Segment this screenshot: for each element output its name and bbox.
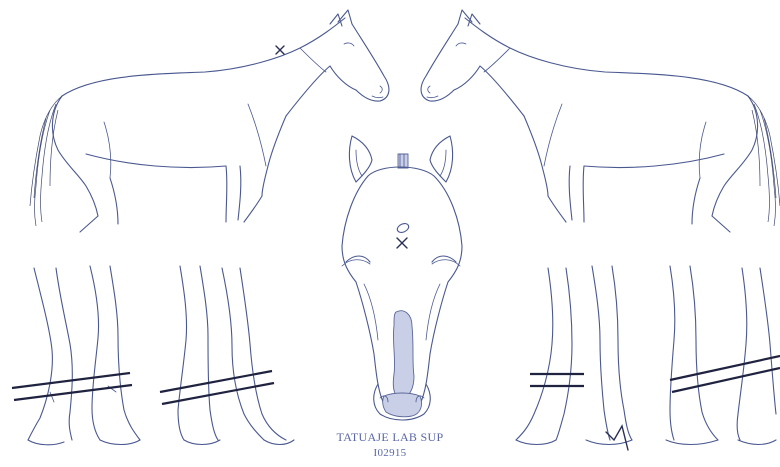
leg-pair-right-hind: [666, 266, 776, 445]
right-horse-profile: [421, 10, 780, 232]
tattoo-code: I02915: [0, 447, 780, 459]
left-horse-profile: [30, 10, 389, 232]
left-horse-poll-mark: [276, 46, 284, 54]
leg-pair-left-hind: [28, 266, 140, 445]
forehead-whorl-mark: [396, 222, 410, 248]
tattoo-label: TATUAJE LAB SUP: [0, 430, 780, 445]
front-head-view: [342, 136, 462, 420]
leg-pair-right-fore: [516, 266, 632, 450]
leg-pair-left-fore: [178, 266, 294, 445]
